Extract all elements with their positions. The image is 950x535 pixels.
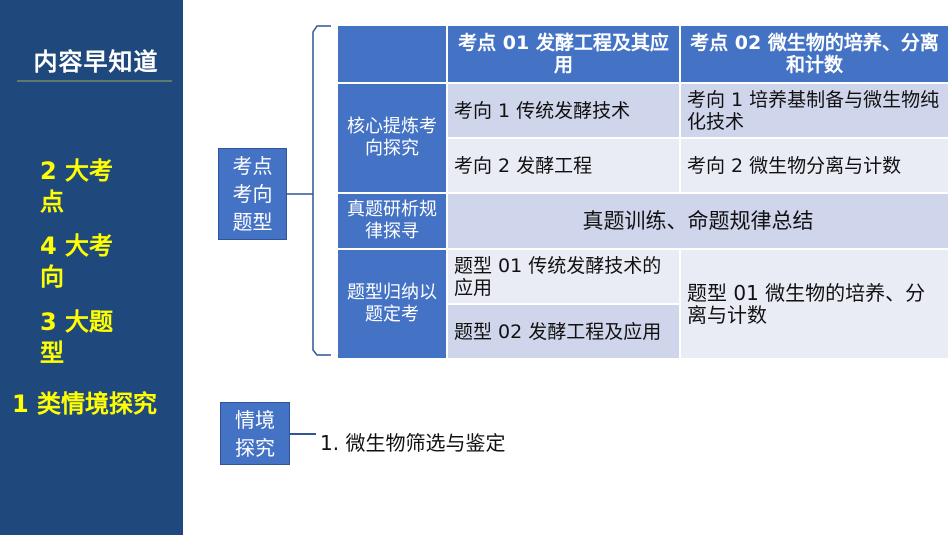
table-cell: 考向 2 微生物分离与计数 — [679, 137, 950, 194]
table-cell: 题型 01 微生物的培养、分离与计数 — [679, 248, 950, 360]
header-cell: 考点 02 微生物的培养、分离和计数 — [679, 24, 950, 84]
row-label: 核心提炼考向探究 — [336, 82, 448, 194]
exam-points-box: 考点考向题型 — [218, 148, 287, 240]
row-label: 题型归纳以题定考 — [336, 248, 448, 360]
title-divider — [17, 80, 172, 82]
summary-item: 1 类情境探究 — [12, 390, 158, 418]
summary-item: 2 大考点 — [40, 157, 114, 216]
sidebar: 内容早知道 2 大考点 4 大考向 3 大题型 1 类情境探究 — [0, 0, 183, 535]
table-cell: 题型 02 发酵工程及应用 — [446, 303, 681, 360]
connector-line — [290, 433, 316, 435]
sidebar-title: 内容早知道 — [33, 48, 159, 76]
header-cell — [336, 24, 448, 84]
table-cell: 真题训练、命题规律总结 — [446, 192, 950, 250]
context-box: 情境探究 — [220, 402, 290, 465]
bracket — [287, 25, 331, 356]
table-cell: 考向 1 传统发酵技术 — [446, 82, 681, 139]
table-cell: 考向 1 培养基制备与微生物纯化技术 — [679, 82, 950, 139]
table-cell: 考向 2 发酵工程 — [446, 137, 681, 194]
summary-item: 3 大题型 — [40, 308, 114, 367]
summary-item: 4 大考向 — [40, 232, 114, 291]
header-cell: 考点 01 发酵工程及其应用 — [446, 24, 681, 84]
table-cell: 题型 01 传统发酵技术的应用 — [446, 248, 681, 305]
row-label: 真题研析规律探寻 — [336, 192, 448, 250]
context-item: 1. 微生物筛选与鉴定 — [320, 431, 506, 455]
overview-table: 考点 01 发酵工程及其应用 考点 02 微生物的培养、分离和计数 核心提炼考向… — [336, 24, 950, 360]
